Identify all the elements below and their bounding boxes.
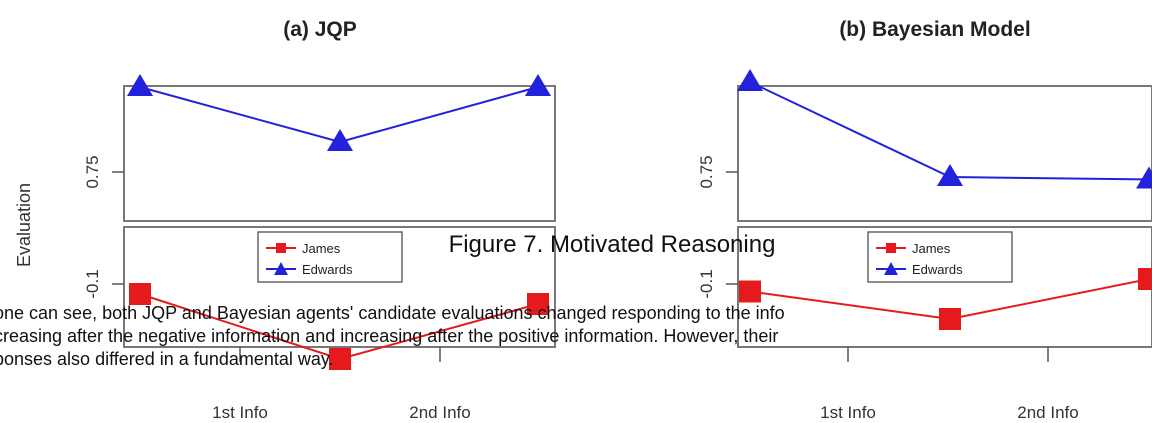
figure-caption: Figure 7. Motivated Reasoning xyxy=(449,231,776,258)
data-point-james xyxy=(1138,268,1152,290)
series-layer xyxy=(737,69,1152,330)
data-point-edwards xyxy=(737,69,763,91)
legend-label-edwards: Edwards xyxy=(912,262,963,277)
x-tick-label: 2nd Info xyxy=(1017,403,1078,422)
legend-label-james: James xyxy=(302,241,341,256)
y-tick-label: -0.1 xyxy=(83,269,102,298)
body-paragraph: one can see, both JQP and Bayesian agent… xyxy=(0,302,1152,371)
series-layer xyxy=(127,74,551,370)
data-point-edwards xyxy=(937,164,963,186)
body-line: one can see, both JQP and Bayesian agent… xyxy=(0,303,785,323)
data-point-james xyxy=(329,348,351,370)
legend: James Edwards xyxy=(257,231,403,283)
chart-title: (a) JQP xyxy=(283,18,357,41)
legend-marker-edwards xyxy=(884,262,898,275)
panel-jqp: (a) JQP Evaluation 0.75 -0.1 1st Info 2n… xyxy=(14,18,556,422)
upper-plot-frame xyxy=(737,85,1152,222)
chart-title: (b) Bayesian Model xyxy=(839,18,1030,41)
legend-label-edwards: Edwards xyxy=(302,262,353,277)
x-tick-label: 1st Info xyxy=(820,403,876,422)
data-point-edwards xyxy=(1136,166,1152,189)
data-point-james xyxy=(739,280,761,303)
legend-marker-edwards xyxy=(274,262,288,275)
y-tick-label: -0.1 xyxy=(697,269,716,298)
x-tick-label: 1st Info xyxy=(212,403,268,422)
legend: James Edwards xyxy=(867,231,1013,283)
body-line: ponses also differed in a fundamental wa… xyxy=(0,349,334,369)
upper-plot-frame xyxy=(123,85,556,222)
data-point-edwards xyxy=(525,74,551,96)
legend-label-james: James xyxy=(912,241,951,256)
data-point-james xyxy=(527,293,549,315)
data-point-edwards xyxy=(127,74,153,96)
body-line: creasing after the negative information … xyxy=(0,326,779,346)
y-tick-label: 0.75 xyxy=(697,155,716,188)
legend-marker-james xyxy=(276,243,286,253)
legend-marker-james xyxy=(886,243,896,253)
data-point-james xyxy=(129,283,151,305)
y-tick-label: 0.75 xyxy=(83,155,102,188)
panel-bayesian: (b) Bayesian Model 0.75 -0.1 1st Info 2n… xyxy=(697,18,1152,422)
y-axis-label: Evaluation xyxy=(14,183,34,267)
data-point-edwards xyxy=(327,129,353,151)
lower-plot-frame xyxy=(737,226,1152,348)
x-tick-label: 2nd Info xyxy=(409,403,470,422)
lower-plot-frame xyxy=(123,226,556,348)
data-point-james xyxy=(939,308,961,330)
